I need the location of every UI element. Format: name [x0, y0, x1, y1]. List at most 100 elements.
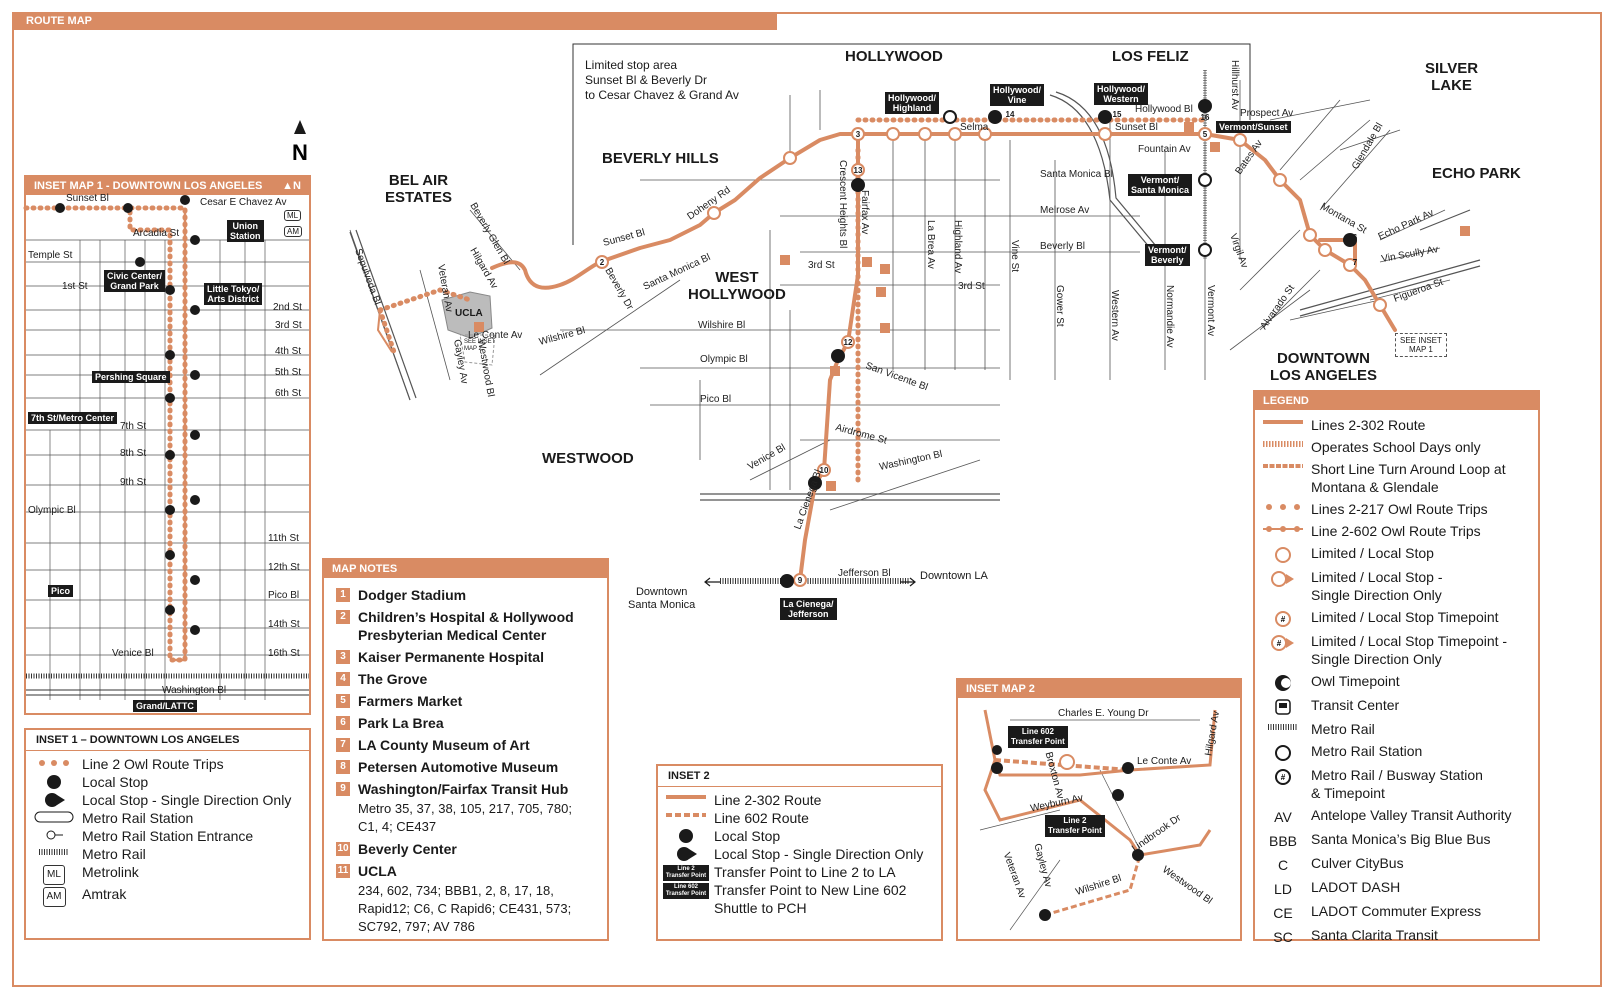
svg-text:Wilshire Bl: Wilshire Bl: [538, 325, 586, 348]
inset1-street-olympic: Olympic Bl: [28, 505, 76, 516]
inset2-street-charles-young: Charles E. Young Dr: [1058, 708, 1149, 719]
map-notes-title: MAP NOTES: [324, 560, 607, 578]
inset1-street-washington: Washington Bl: [162, 685, 227, 696]
area-hollywood: HOLLYWOOD: [845, 48, 943, 65]
agency-code: BBB: [1268, 833, 1297, 849]
inset1-legend-single-direction: Local Stop - Single Direction Only: [26, 791, 309, 809]
svg-text:Le Conte Av: Le Conte Av: [468, 330, 522, 341]
agency-code: CE: [1273, 905, 1293, 921]
inset1-station-7th-metro-center: 7th St/Metro Center: [28, 412, 118, 424]
ucla-label: UCLA: [455, 308, 483, 319]
map-note-label: The Grove: [358, 671, 428, 687]
inset1-street-1st: 1st St: [62, 281, 88, 292]
inset-map-2-title: INSET MAP 2: [958, 680, 1240, 698]
legend-lines-2-302: Lines 2-302 Route: [1263, 417, 1426, 433]
svg-text:Sunset Bl: Sunset Bl: [602, 227, 646, 249]
svg-text:3rd St: 3rd St: [808, 260, 835, 271]
legend-metro-rail-station: Metro Rail Station: [1255, 742, 1538, 762]
map-note-label: Park La Brea: [358, 715, 444, 731]
inset-1-legend-panel: INSET 1 – DOWNTOWN LOS ANGELES Line 2 Ow…: [24, 728, 311, 940]
limited-local-stops: [595, 127, 1387, 587]
inset-map-1: INSET MAP 1 - DOWNTOWN LOS ANGELES ▲N: [24, 175, 311, 715]
legend-panel: LEGEND Lines 2-302 Route Operates School…: [1253, 390, 1540, 945]
area-silver-lake: SILVER LAKE: [1425, 60, 1479, 94]
svg-text:Pico Bl: Pico Bl: [700, 394, 731, 405]
svg-text:Echo Park Av: Echo Park Av: [1377, 207, 1436, 242]
inset1-street-2nd: 2nd St: [273, 302, 302, 313]
svg-text:Santa Monica Bl: Santa Monica Bl: [1040, 169, 1113, 180]
inset1-street-12th: 12th St: [268, 562, 300, 573]
inset1-street-6th: 6th St: [275, 388, 302, 399]
map-note-label: Dodger Stadium: [358, 587, 467, 603]
area-beverly-hills: BEVERLY HILLS: [602, 150, 719, 167]
svg-text:6: 6: [1353, 233, 1358, 242]
inset2-line-602-transfer: Line 602 Transfer Point: [1008, 726, 1068, 748]
direction-east-label: Downtown LA: [920, 570, 988, 582]
area-west-hollywood: WEST HOLLYWOOD: [688, 269, 786, 303]
inset-map-1-title-text: INSET MAP 1 - DOWNTOWN LOS ANGELES: [34, 180, 263, 192]
station-hollywood-western: Hollywood/ Western: [1094, 83, 1148, 105]
svg-text:Hollywood Bl: Hollywood Bl: [1135, 104, 1193, 115]
inset1-street-11th: 11th St: [268, 533, 299, 544]
map-note-sub: Metro 35, 37, 38, 105, 217, 705, 780; C1…: [358, 801, 572, 834]
svg-text:Virgil Av: Virgil Av: [1227, 232, 1250, 269]
north-arrow-icon: [294, 120, 306, 134]
inset1-station-grand-lattc: Grand/LATTC: [133, 700, 197, 712]
legend-owl-timepoint: Owl Timepoint: [1255, 672, 1538, 692]
map-note-label: LA County Museum of Art: [358, 737, 530, 753]
inset2-line-2-transfer: Line 2 Transfer Point: [1045, 815, 1105, 837]
agency-name: LADOT DASH: [1311, 879, 1401, 895]
inset1-street-4th: 4th St: [275, 346, 302, 357]
inset1-street-cesar-chavez: Cesar E Chavez Av: [200, 197, 287, 208]
inset1-station-little-tokyo: Little Tokyo/ Arts District: [204, 283, 263, 305]
inset1-street-7th: 7th St: [120, 421, 147, 432]
limited-stop-area-note: Limited stop area Sunset Bl & Beverly Dr…: [585, 58, 739, 102]
legend-metro-rail: Metro Rail: [1268, 721, 1375, 737]
inset2-legend-local-stop: Local Stop: [658, 827, 941, 845]
inset1-amtrak-badge: AM: [284, 226, 302, 237]
inset1-street-arcadia: Arcadia St: [133, 228, 180, 239]
limited-stop-area-outline: [572, 43, 1251, 245]
see-inset-2-label: SEE INSET MAP 2: [464, 339, 496, 352]
station-hollywood-highland: Hollywood/ Highland: [885, 92, 939, 114]
svg-text:#: #: [1281, 615, 1286, 624]
svg-text:3: 3: [856, 130, 861, 139]
map-note-label: Beverly Center: [358, 841, 457, 857]
legend-school-days: Operates School Days only: [1263, 439, 1481, 455]
svg-text:Prospect Av: Prospect Av: [1240, 108, 1293, 119]
route-map-header: ROUTE MAP: [12, 12, 777, 30]
station-vermont-santa-monica: Vermont/ Santa Monica: [1128, 174, 1193, 196]
legend-timepoint: #Limited / Local Stop Timepoint: [1255, 608, 1538, 628]
owl-route-trips: [377, 117, 1208, 483]
agency-name: Antelope Valley Transit Authority: [1311, 807, 1512, 823]
map-frame: [12, 12, 1602, 987]
svg-text:#: #: [1277, 639, 1282, 648]
map-note-label: Kaiser Permanente Hospital: [358, 649, 544, 665]
inset1-street-venice: Venice Bl: [112, 648, 154, 659]
inset2-legend-line-602: Line 602 Route: [666, 810, 809, 826]
station-vermont-sunset: Vermont/Sunset: [1216, 121, 1291, 133]
inset1-street-temple: Temple St: [28, 250, 73, 261]
inset1-legend-metro-rail: Metro Rail: [39, 846, 146, 862]
agency-code: AV: [1274, 809, 1292, 825]
svg-text:Beverly Bl: Beverly Bl: [1040, 241, 1085, 252]
svg-text:7: 7: [1353, 258, 1358, 267]
svg-text:9: 9: [798, 576, 803, 585]
inset1-street-8th: 8th St: [120, 448, 147, 459]
metro-rail-lines: [720, 70, 1207, 584]
inset-2-legend-panel: INSET 2 Line 2-302 Route Line 602 Route …: [656, 764, 943, 941]
map-note-label: Petersen Automotive Museum: [358, 759, 559, 775]
map-note-label: Washington/Fairfax Transit Hub: [358, 781, 569, 797]
inset1-street-9th: 9th St: [120, 477, 147, 488]
map-note-number: 6: [336, 716, 350, 730]
map-note-number: 5: [336, 694, 350, 708]
direction-west-label: Downtown Santa Monica: [628, 586, 696, 611]
